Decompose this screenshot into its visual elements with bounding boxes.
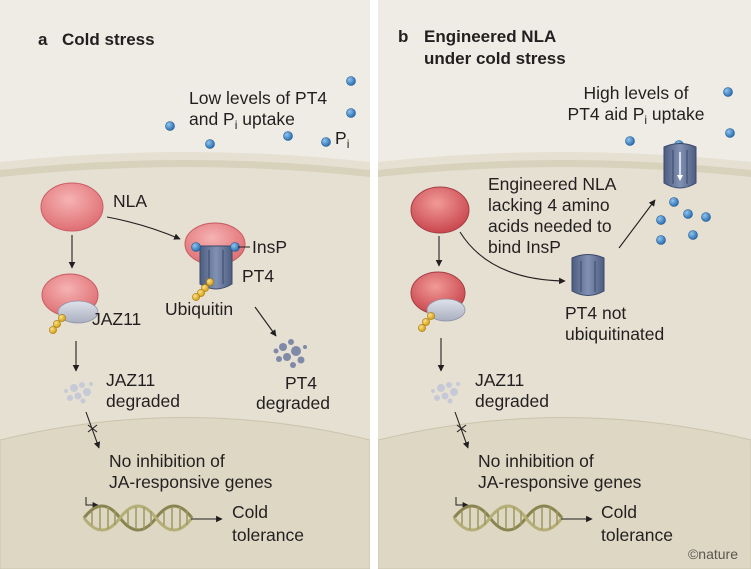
inhibition-cross-b [456,424,467,433]
arrow-nla-to-pt4 [106,216,181,240]
panel-divider [370,0,378,569]
panel-b-title-2: under cold stress [424,49,566,68]
nla-label: NLA [113,191,147,211]
pt4-degraded-label-1: PT4 [285,373,317,393]
insp-label: InsP [252,237,287,257]
jaz11-protein-b [426,298,466,322]
panel-a-letter: a [38,30,48,49]
high-levels-label-1: High levels of [583,83,688,103]
panel-a-title: Cold stress [62,30,155,49]
no-inhibition-label-2: JA-responsive genes [109,472,273,492]
b-jaz11-degraded-label-1: JAZ11 [475,370,524,390]
arrow-b-to-no-inhibition [454,411,470,449]
cold-label: Cold [232,502,268,522]
arrow-pt4-to-membrane [618,199,656,249]
pt4-not-ubiquitinated [571,254,605,296]
arrow-engineered-nla-to-pt4 [459,231,566,285]
engineered-label-4: bind InsP [488,237,561,257]
b-tolerance-label: tolerance [601,525,673,545]
ubiquitin-chain-jaz11 [49,314,66,334]
jaz11-label: JAZ11 [92,309,141,329]
jaz11-degraded-label-2: degraded [106,391,180,411]
pt4-label: PT4 [242,266,274,286]
ubiquitin-chain-b [418,312,435,332]
panel-b-letter: b [398,27,408,46]
low-levels-label: Low levels of PT4 [189,88,327,108]
pt4-fragments [273,339,307,368]
tolerance-label: tolerance [232,525,304,545]
pt4-transporter-active [663,143,697,189]
jaz11-fragments [64,382,93,404]
pt4-degraded-label-2: degraded [256,393,330,413]
engineered-label-1: Engineered NLA [488,174,617,194]
high-levels-label-2: PT4 aid Pi uptake [568,104,705,127]
ubiquitin-label: Ubiquitin [165,299,233,319]
pt4-not-label-1: PT4 not [565,303,626,323]
panel-a-nucleus [0,417,370,569]
panel-b: b Engineered NLA under cold stress High … [378,0,751,569]
phosphate-ions-panel-b [625,87,735,245]
b-no-inhibition-label-1: No inhibition of [478,451,594,471]
b-no-inhibition-label-2: JA-responsive genes [478,472,642,492]
engineered-label-3: acids needed to [488,216,612,236]
b-cold-label: Cold [601,502,637,522]
panel-a: a Cold stress Low levels of PT4 and Pi u… [0,0,370,569]
dna-helix [82,497,194,532]
pi-label: Pi [335,128,349,151]
engineered-nla-protein [410,186,470,234]
engineered-label-2: lacking 4 amino [488,195,610,215]
inhibition-cross [87,424,98,433]
nla-protein [40,182,104,232]
low-levels-label-2: and Pi uptake [189,109,295,132]
jaz11-protein [57,300,99,324]
ubiquitin-chain [192,278,214,301]
b-jaz11-degraded-label-2: degraded [475,391,549,411]
panel-b-membrane [378,160,751,177]
pt4-not-label-2: ubiquitinated [565,324,664,344]
phosphate-ions-outside [165,76,356,149]
arrow-pt4-to-degraded [254,306,277,337]
no-inhibition-label-1: No inhibition of [109,451,225,471]
nla-pt4-complex [184,222,246,301]
jaz11-degraded-label-1: JAZ11 [106,370,155,390]
jaz11-fragments-b [431,382,460,404]
panel-b-title-1: Engineered NLA [424,27,556,46]
panel-a-membrane [0,160,370,177]
dna-helix-b [452,497,564,532]
nature-credit: ©nature [688,546,738,562]
arrow-to-no-inhibition [85,411,101,449]
